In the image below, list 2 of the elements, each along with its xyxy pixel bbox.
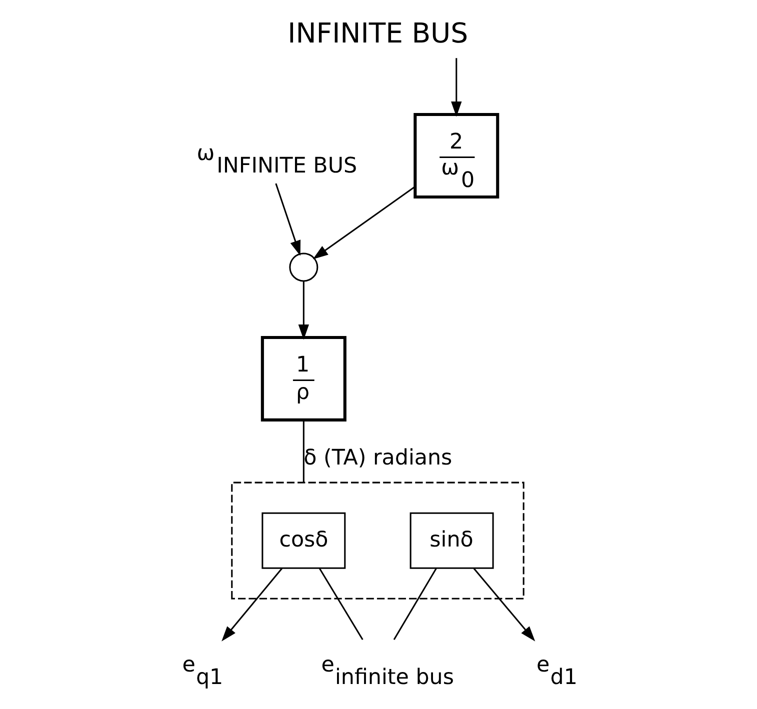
edge-label: δ (TA) radians [304, 446, 452, 471]
diagram-title: INFINITE BUS [288, 17, 468, 50]
